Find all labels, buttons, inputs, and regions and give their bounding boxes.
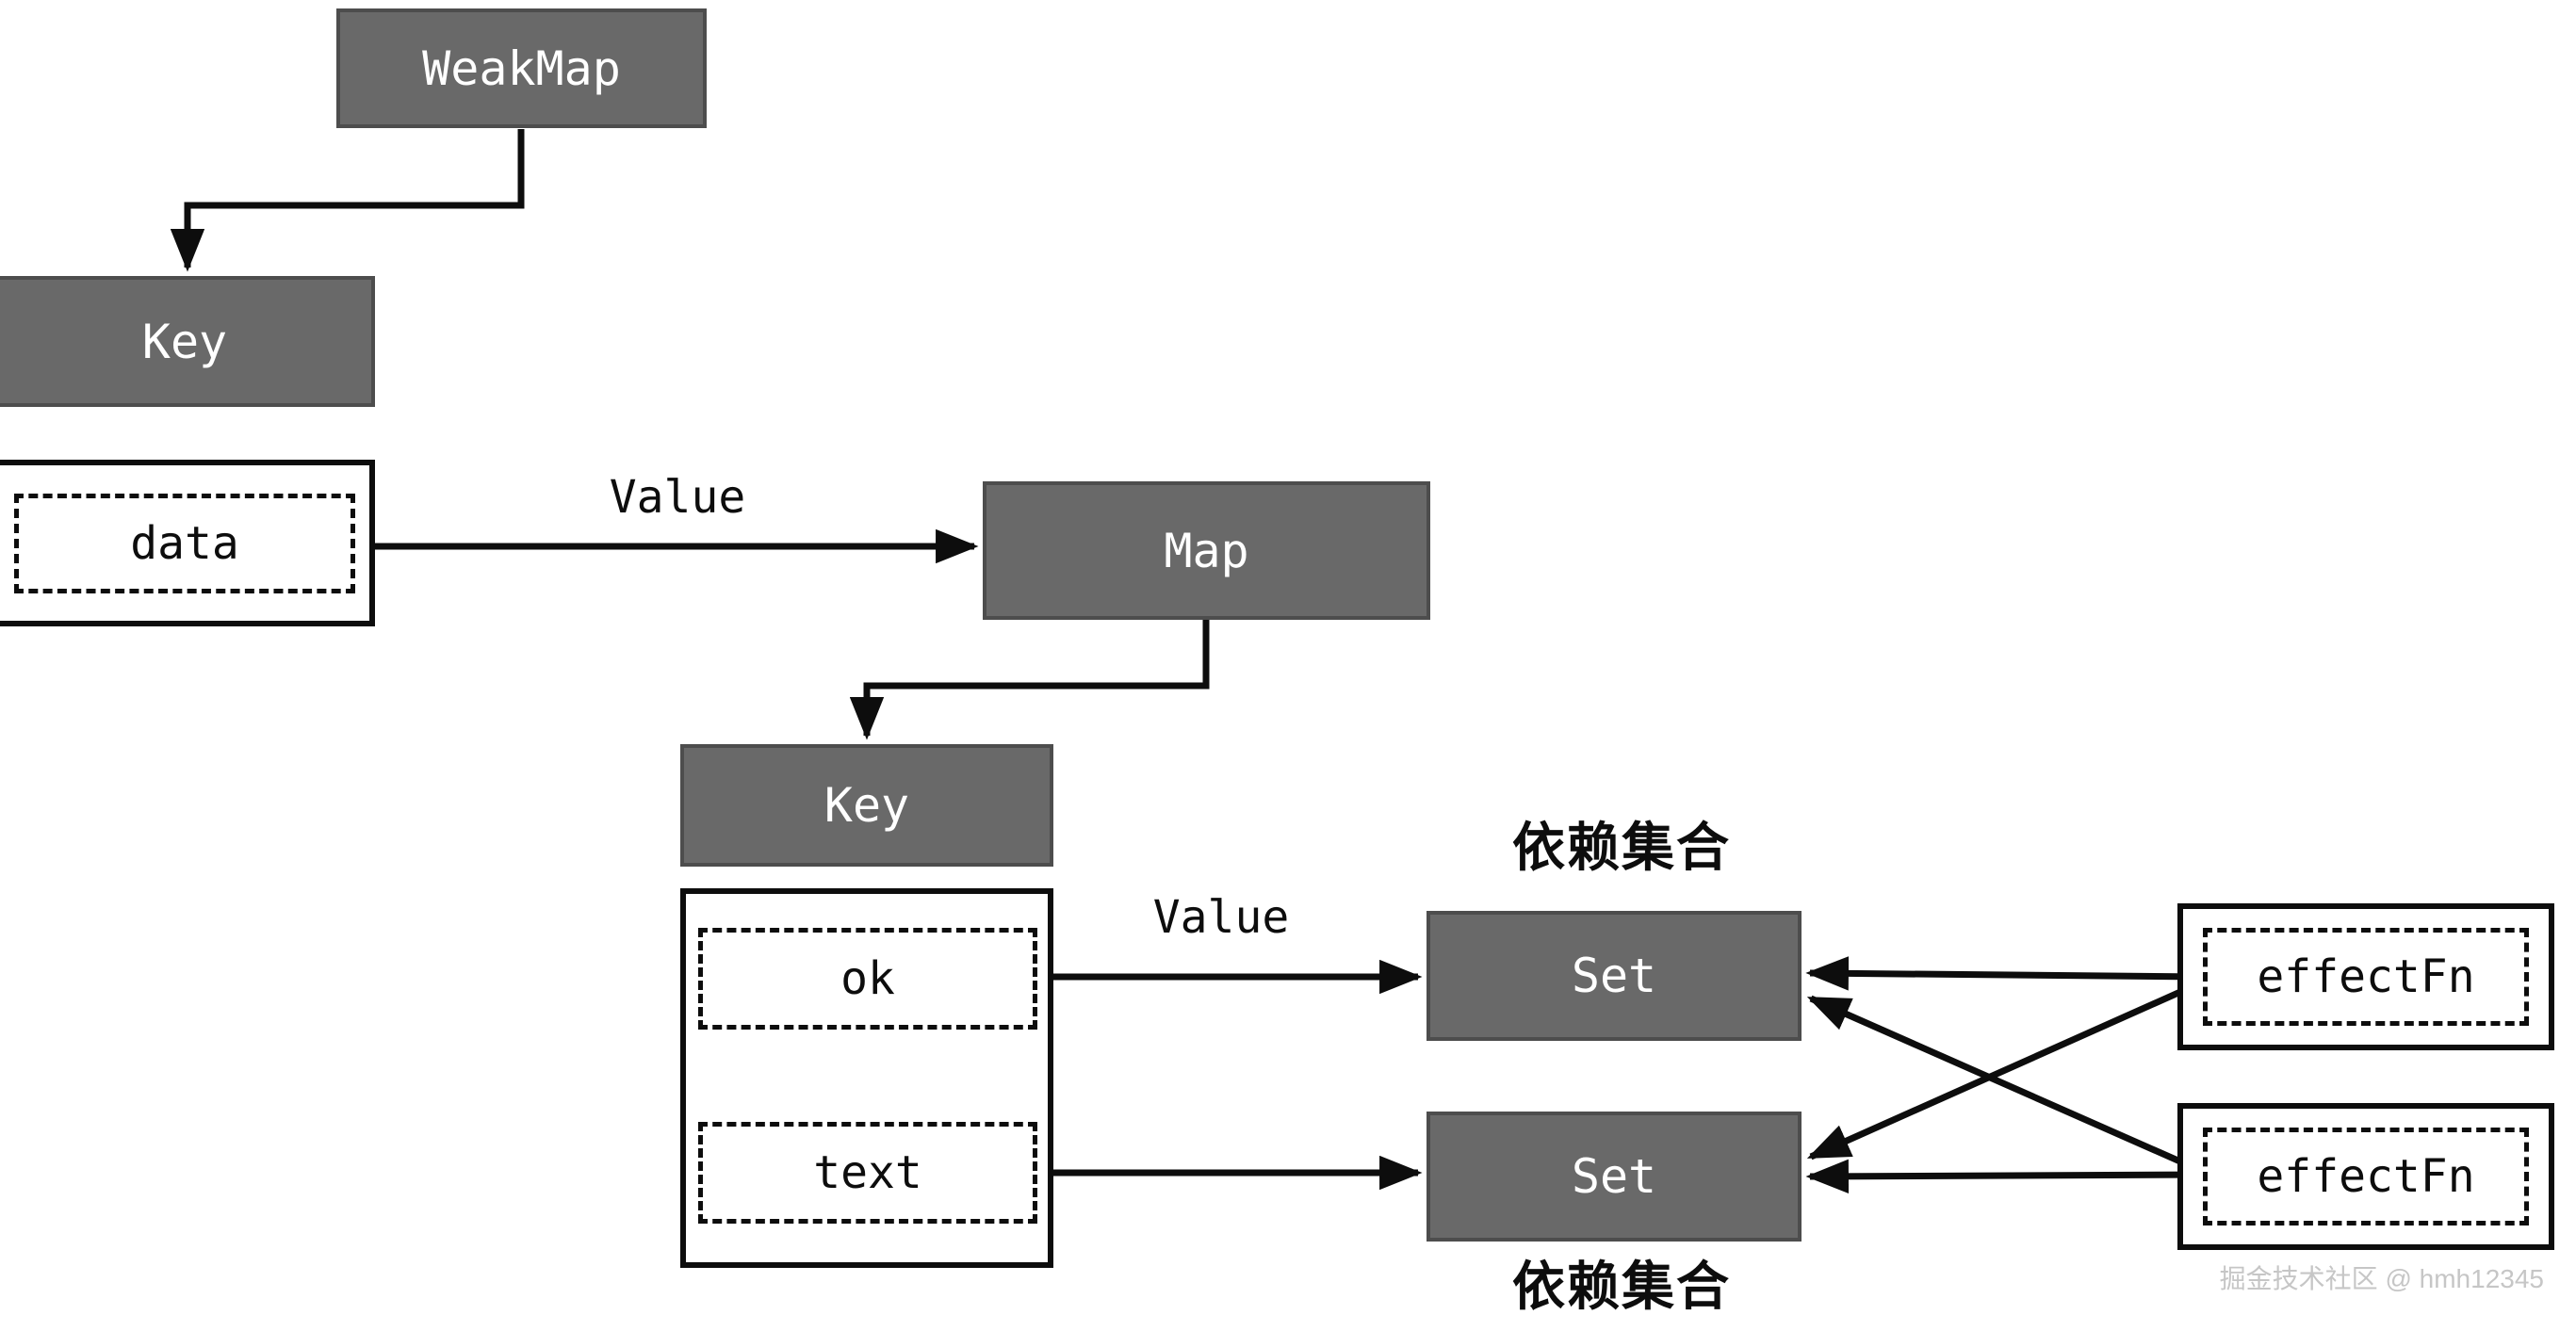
node-keys-container: ok text (680, 888, 1053, 1268)
node-map: Map (983, 481, 1430, 620)
annotation-dep-set-bottom: 依赖集合 (1512, 1257, 1731, 1316)
arrow-effectfn-top-to-set-top (1805, 956, 2207, 991)
node-effectfn-top: effectFn (2203, 928, 2529, 1026)
node-set-top: Set (1427, 911, 1802, 1041)
arrow-map-to-key-mid (849, 620, 1210, 740)
node-text: text (698, 1122, 1037, 1224)
arrow-weakmap-to-key-top (170, 129, 525, 272)
node-effectfn-top-outer: effectFn (2177, 903, 2554, 1050)
node-effectfn-bottom: effectFn (2203, 1128, 2529, 1225)
node-data-outer: data (0, 460, 375, 626)
node-weakmap: WeakMap (336, 8, 707, 128)
node-key-top: Key (0, 276, 375, 407)
node-set-bottom: Set (1427, 1112, 1802, 1242)
edge-label-value-mid: Value (1152, 891, 1290, 944)
node-effectfn-bottom-outer: effectFn (2177, 1103, 2554, 1250)
edge-label-value-top: Value (609, 471, 746, 524)
arrow-effectfn-bottom-to-set-top (1806, 995, 2208, 1177)
watermark: 掘金技术社区 @ hmh12345 (2219, 1264, 2544, 1293)
node-ok: ok (698, 928, 1037, 1030)
annotation-dep-set-top: 依赖集合 (1512, 818, 1731, 877)
node-data: data (14, 493, 355, 593)
node-key-mid: Key (680, 744, 1053, 867)
arrow-effectfn-top-to-set-bottom (1806, 977, 2208, 1161)
arrow-effectfn-bottom-to-set-bottom (1805, 1159, 2207, 1194)
